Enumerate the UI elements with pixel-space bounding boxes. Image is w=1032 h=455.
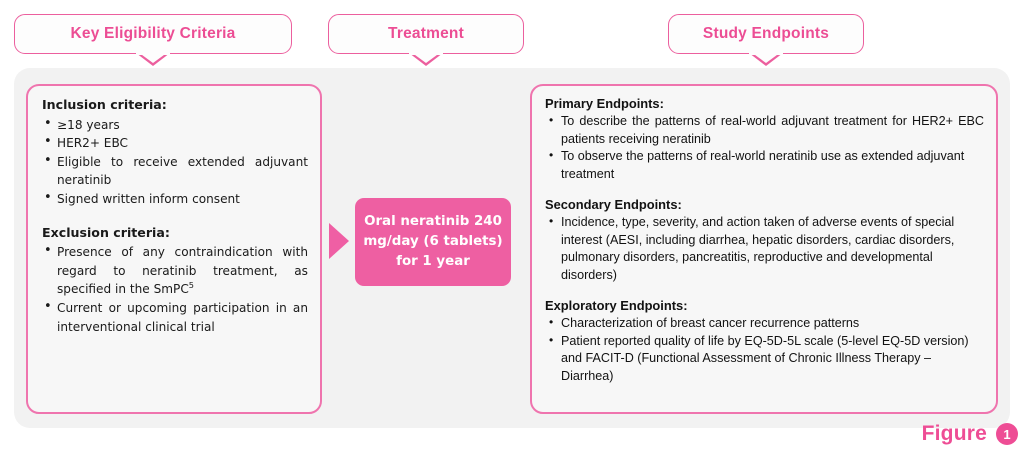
secondary-endpoints-list: Incidence, type, severity, and action ta… bbox=[544, 213, 984, 284]
list-item: To describe the patterns of real-world a… bbox=[546, 112, 984, 148]
list-item: Eligible to receive extended adjuvant ne… bbox=[42, 152, 308, 190]
tab-label: Treatment bbox=[388, 25, 464, 42]
exclusion-criteria-list: Presence of any contraindication with re… bbox=[40, 242, 308, 336]
list-item: Presence of any contraindication with re… bbox=[42, 242, 308, 299]
primary-endpoints-heading: Primary Endpoints: bbox=[545, 96, 664, 111]
tab-study-endpoints[interactable]: Study Endpoints bbox=[668, 14, 864, 66]
reference-superscript: 5 bbox=[188, 280, 194, 291]
list-item: Patient reported quality of life by EQ-5… bbox=[546, 332, 984, 385]
eligibility-criteria-panel: Inclusion criteria: ≥18 years HER2+ EBC … bbox=[26, 84, 322, 414]
list-item: Incidence, type, severity, and action ta… bbox=[546, 213, 984, 284]
treatment-box: Oral neratinib 240 mg/day (6 tablets) fo… bbox=[355, 198, 511, 286]
list-item: To observe the patterns of real-world ne… bbox=[546, 147, 984, 183]
treatment-text: Oral neratinib 240 mg/day (6 tablets) fo… bbox=[363, 212, 502, 272]
list-item: Characterization of breast cancer recurr… bbox=[546, 314, 984, 332]
tab-label: Key Eligibility Criteria bbox=[70, 25, 236, 42]
figure-caption: Figure 1 bbox=[922, 422, 1018, 446]
tab-treatment[interactable]: Treatment bbox=[328, 14, 524, 66]
list-item: Current or upcoming participation in an … bbox=[42, 298, 308, 336]
tab-label: Study Endpoints bbox=[702, 25, 830, 42]
secondary-endpoints-heading: Secondary Endpoints: bbox=[545, 197, 682, 213]
list-item: HER2+ EBC bbox=[42, 133, 308, 153]
treatment-line-1: Oral neratinib 240 bbox=[364, 214, 502, 229]
exclusion-criteria-heading: Exclusion criteria: bbox=[42, 224, 170, 240]
callout-tail-icon bbox=[409, 49, 443, 68]
exploratory-endpoints-list: Characterization of breast cancer recurr… bbox=[544, 314, 984, 385]
tab-key-eligibility-criteria[interactable]: Key Eligibility Criteria bbox=[14, 14, 292, 66]
arrow-right-icon bbox=[329, 223, 349, 259]
treatment-line-2: mg/day (6 tablets) bbox=[363, 234, 503, 249]
treatment-line-3: for 1 year bbox=[396, 254, 470, 269]
figure-label: Figure bbox=[921, 422, 987, 445]
inclusion-criteria-list: ≥18 years HER2+ EBC Eligible to receive … bbox=[40, 115, 308, 209]
figure-number-badge: 1 bbox=[996, 423, 1018, 445]
list-item: Signed written inform consent bbox=[42, 189, 308, 209]
list-item-text: Presence of any contraindication with re… bbox=[57, 245, 308, 297]
list-item: ≥18 years bbox=[42, 115, 308, 135]
exploratory-endpoints-heading: Exploratory Endpoints: bbox=[545, 298, 688, 314]
callout-tail-icon bbox=[136, 49, 170, 68]
callout-tail-icon bbox=[749, 49, 783, 68]
primary-endpoints-list: To describe the patterns of real-world a… bbox=[544, 112, 984, 183]
study-endpoints-panel: Primary Endpoints: To describe the patte… bbox=[530, 84, 998, 414]
inclusion-criteria-heading: Inclusion criteria: bbox=[42, 97, 167, 112]
